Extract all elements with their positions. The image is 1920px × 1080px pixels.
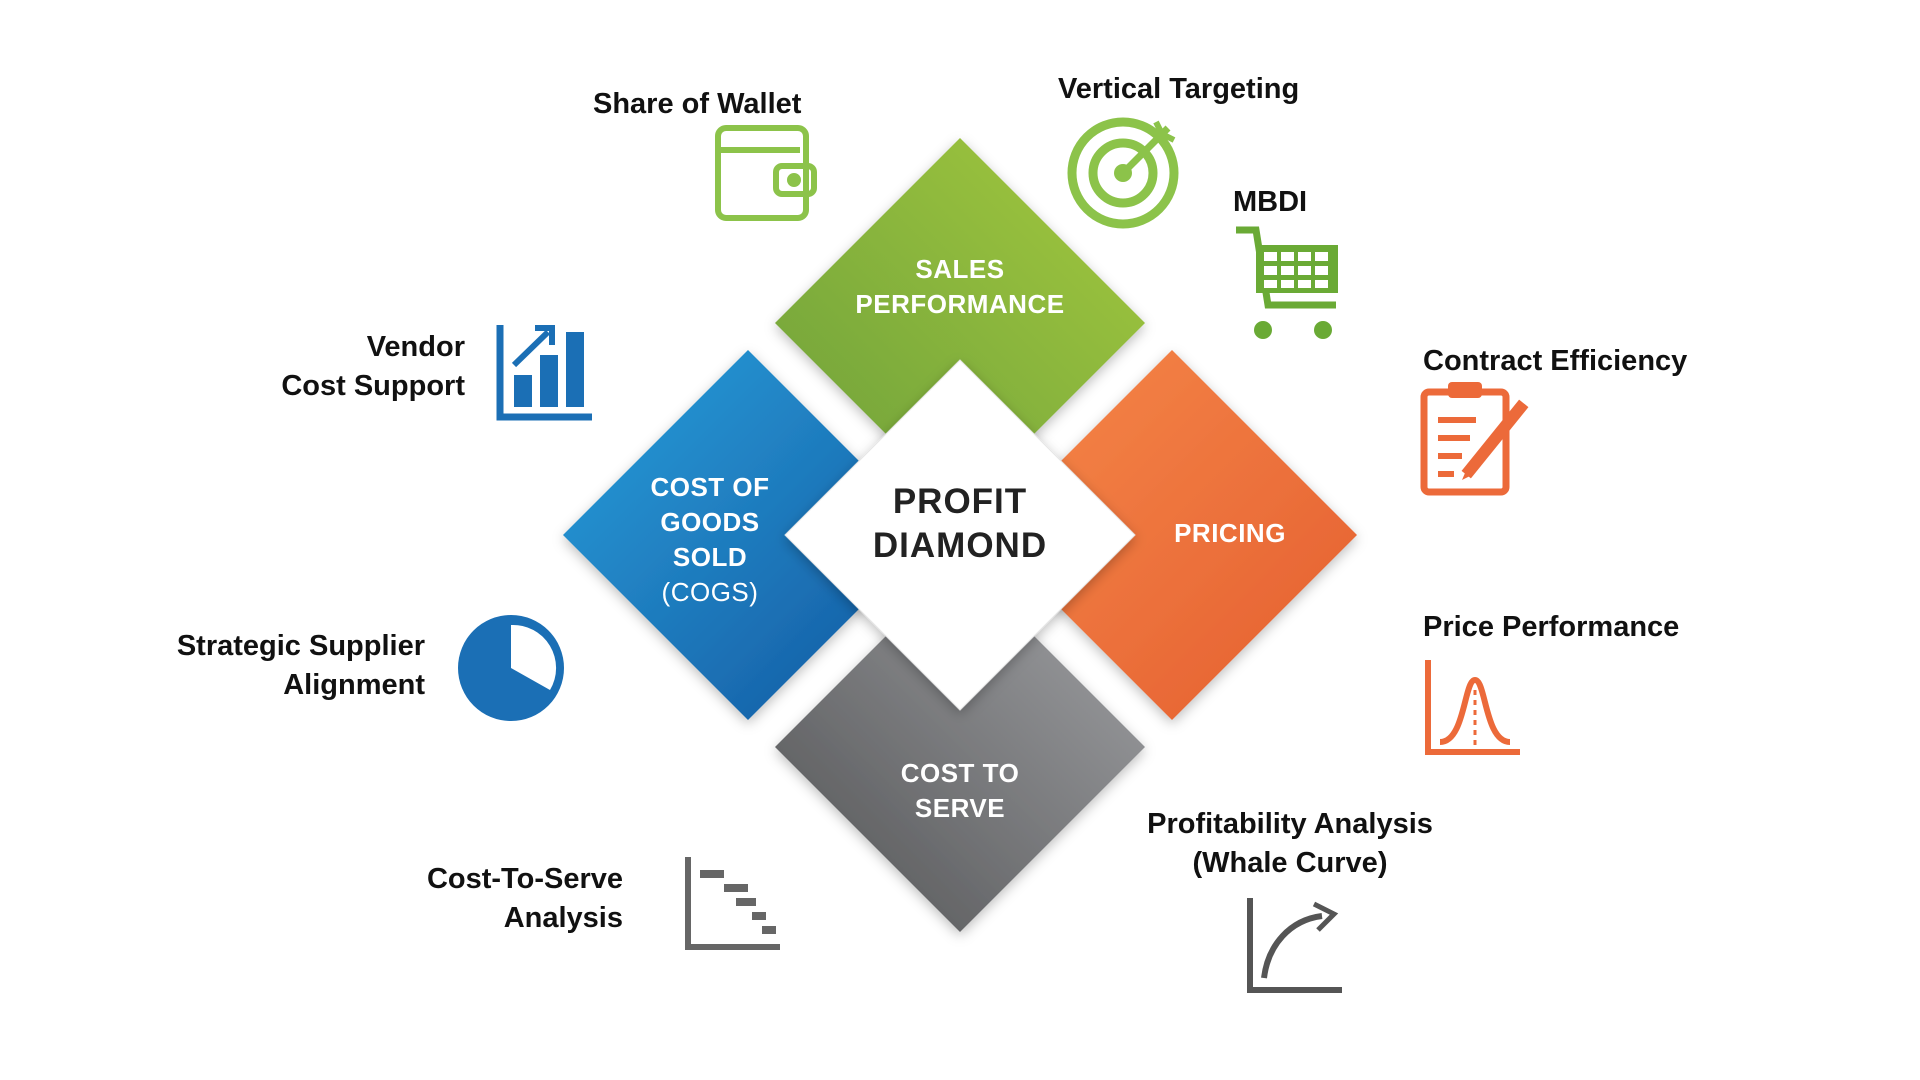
profitability-analysis-label: Profitability Analysis (Whale Curve) [1147,808,1433,879]
price-performance-label: Price Performance [1423,611,1680,643]
cost-to-serve-diamond [775,562,1145,932]
strategic-supplier-alignment-label: Strategic Supplier Alignment [176,630,425,701]
wallet-icon [715,125,817,221]
gantt-chart-icon [685,857,780,950]
share-of-wallet-label: Share of Wallet [593,88,802,120]
cost-to-serve-label: COST TO SERVE [900,758,1020,823]
target-icon [1067,117,1179,229]
clipboard-pencil-icon [1420,382,1529,496]
sales-performance-diamond [775,138,1145,508]
bar-chart-icon [496,325,592,421]
contract-efficiency-label: Contract Efficiency [1423,345,1688,377]
cogs-label: COST OF GOODS SOLD (COGS) [650,472,770,607]
bell-curve-icon [1425,660,1520,755]
cost-to-serve-analysis-label: Cost-To-Serve Analysis [426,863,623,934]
sales-performance-label: SALES PERFORMANCE [855,254,1065,319]
curve-chart-icon [1247,898,1342,993]
profit-diamond-center [784,359,1136,711]
vertical-targeting-label: Vertical Targeting [1058,73,1300,105]
pricing-diamond [987,350,1357,720]
pricing-label: PRICING [1174,518,1286,548]
vendor-cost-support-label: Vendor Cost Support [281,331,465,402]
mbdi-label: MBDI [1233,186,1308,218]
profit-diamond-title: PROFIT DIAMOND [872,482,1048,565]
shopping-cart-icon [1236,226,1338,339]
pie-chart-icon [458,615,564,721]
cogs-diamond [563,350,933,720]
